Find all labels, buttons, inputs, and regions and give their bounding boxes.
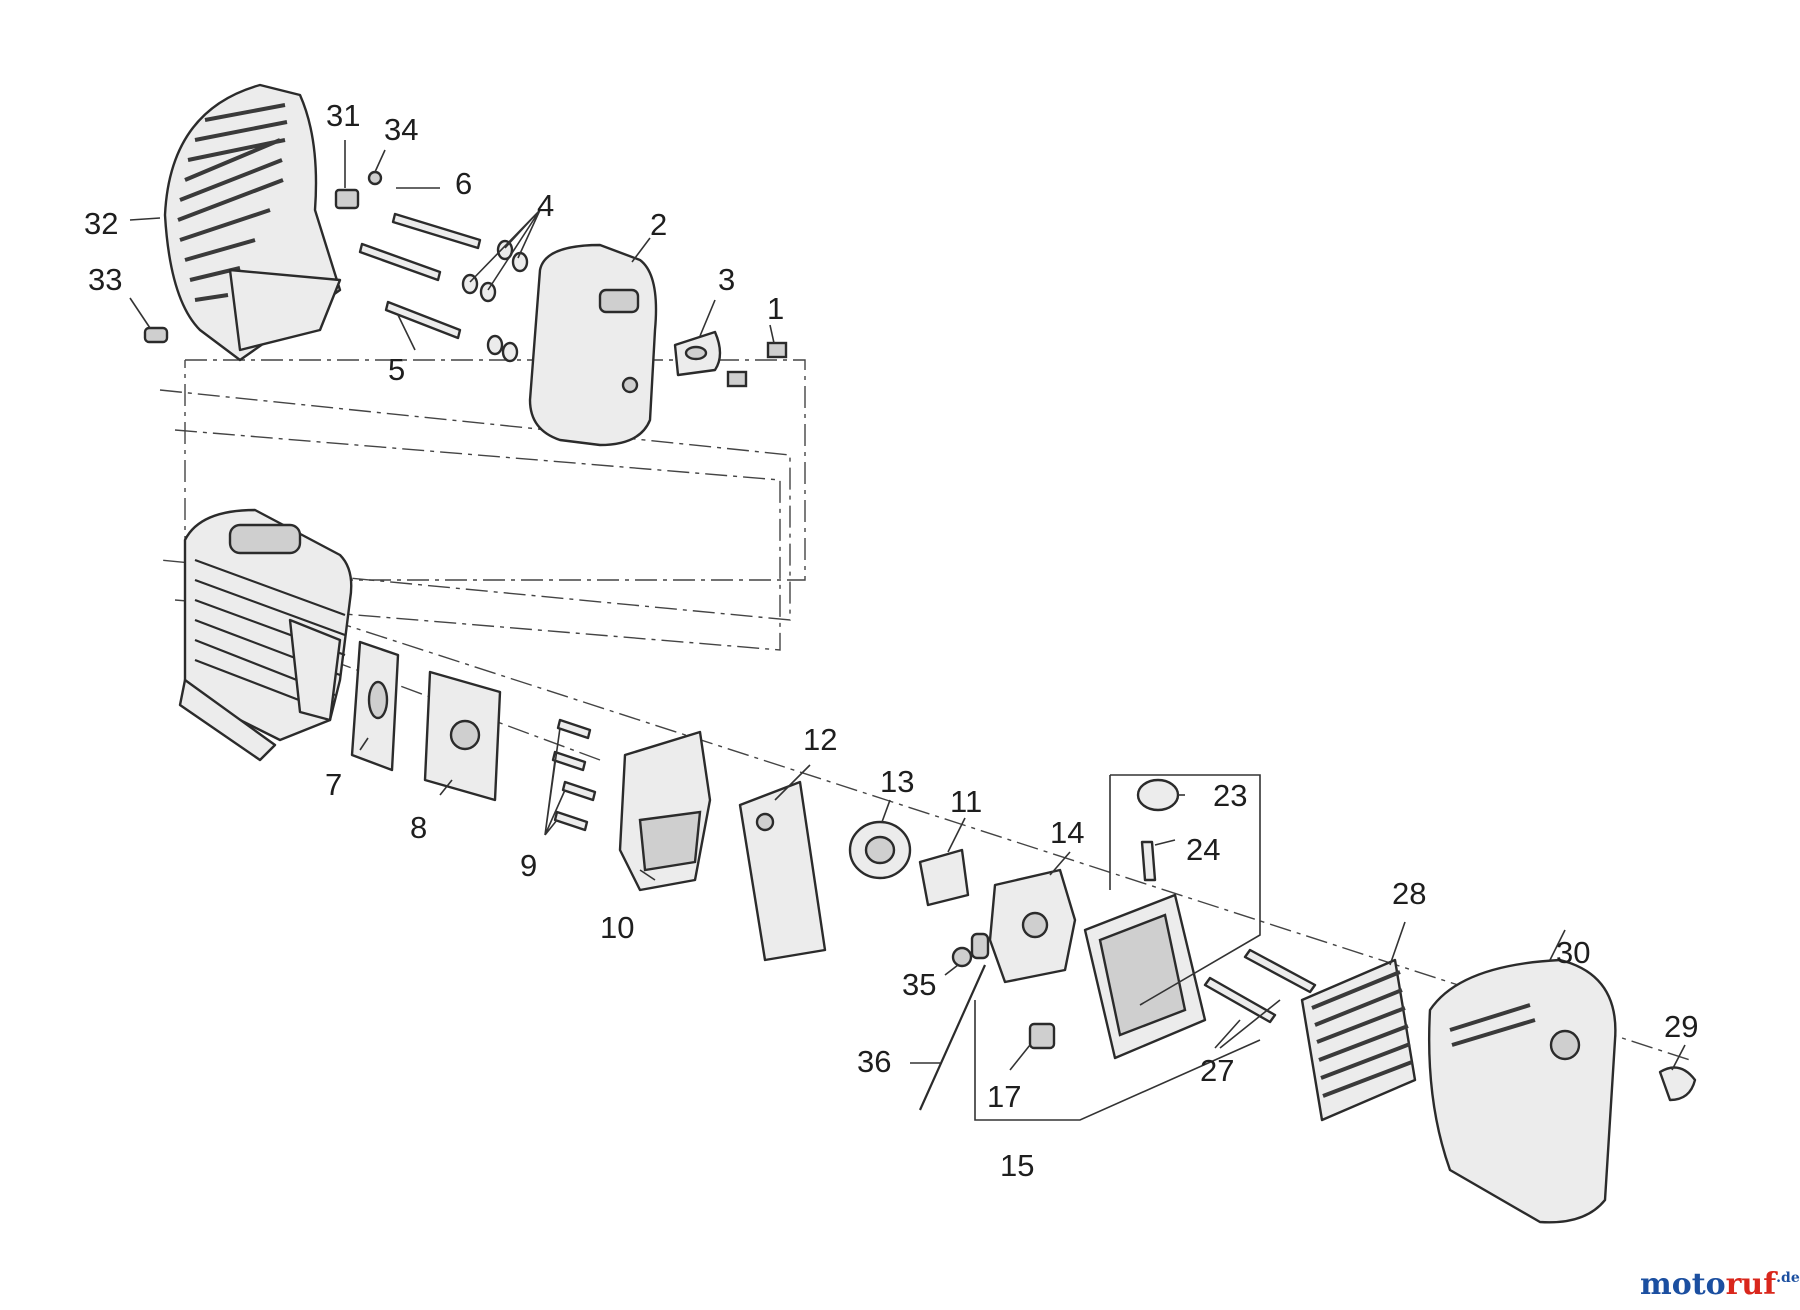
callout-5: 5 (388, 352, 405, 387)
callout-35: 35 (902, 967, 936, 1002)
part-4-washers (461, 239, 529, 363)
part-3-gasket (673, 330, 722, 377)
callout-33: 33 (88, 262, 122, 297)
callout-6: 6 (455, 166, 472, 201)
callout-labels: 1 2 3 4 5 6 7 8 9 10 11 12 13 14 15 17 2… (84, 98, 1698, 1183)
part-27-bolts (1203, 948, 1317, 1024)
callout-28: 28 (1392, 876, 1426, 911)
callout-3: 3 (718, 262, 735, 297)
callout-1: 1 (767, 291, 784, 326)
part-17-fuel-filter (1028, 1022, 1056, 1050)
part-12-plate (738, 780, 827, 962)
callout-17: 17 (987, 1079, 1021, 1114)
watermark-accent: ruf (1726, 1267, 1779, 1302)
part-28-air-filter (1300, 958, 1417, 1122)
callout-32: 32 (84, 206, 118, 241)
watermark-logo: motoruf.de (1640, 1267, 1800, 1302)
part-30-filter-cover (1427, 958, 1617, 1224)
part-5-bolt (384, 300, 462, 340)
svg-text:motoruf.de: motoruf.de (1640, 1267, 1800, 1302)
watermark-suffix: .de (1776, 1270, 1800, 1286)
part-24-tube (1140, 840, 1157, 882)
callout-15: 15 (1000, 1148, 1034, 1183)
callout-2: 2 (650, 207, 667, 242)
part-8-insulator (423, 670, 502, 802)
callout-4: 4 (537, 188, 554, 223)
callout-9: 9 (520, 848, 537, 883)
callout-23: 23 (1213, 778, 1247, 813)
part-2-muffler (528, 243, 658, 447)
watermark-prefix: moto (1640, 1267, 1726, 1302)
part-11-gasket (918, 848, 970, 907)
part-32-shroud (163, 83, 342, 362)
part-9-screws (551, 718, 597, 832)
part-31-clip (334, 188, 360, 210)
part-33-screw (143, 326, 169, 344)
callout-27: 27 (1200, 1053, 1234, 1088)
callout-31: 31 (326, 98, 360, 133)
part-29-knob (1658, 1066, 1697, 1102)
part-15-airbox (974, 774, 1261, 1121)
callout-12: 12 (803, 722, 837, 757)
callout-24: 24 (1186, 832, 1220, 867)
part-14-carburetor (988, 868, 1077, 984)
callout-14: 14 (1050, 815, 1084, 850)
part-36-cable (918, 932, 990, 1111)
part-1-nuts (726, 341, 788, 388)
part-34-screw (367, 170, 383, 186)
callout-7: 7 (325, 767, 342, 802)
callout-34: 34 (384, 112, 418, 147)
callout-13: 13 (880, 764, 914, 799)
callout-30: 30 (1556, 935, 1590, 970)
callout-10: 10 (600, 910, 634, 945)
callout-29: 29 (1664, 1009, 1698, 1044)
part-13-flange (848, 820, 912, 880)
callout-36: 36 (857, 1044, 891, 1079)
callout-11: 11 (950, 784, 982, 819)
part-6-bolts (358, 212, 482, 282)
callout-8: 8 (410, 810, 427, 845)
part-35-bushing (951, 946, 973, 968)
part-7-gasket (350, 640, 400, 772)
cylinder (178, 508, 353, 762)
leader-lines (129, 140, 1686, 1071)
part-23-primer-bulb (1136, 778, 1180, 812)
part-10-bracket (618, 730, 712, 892)
